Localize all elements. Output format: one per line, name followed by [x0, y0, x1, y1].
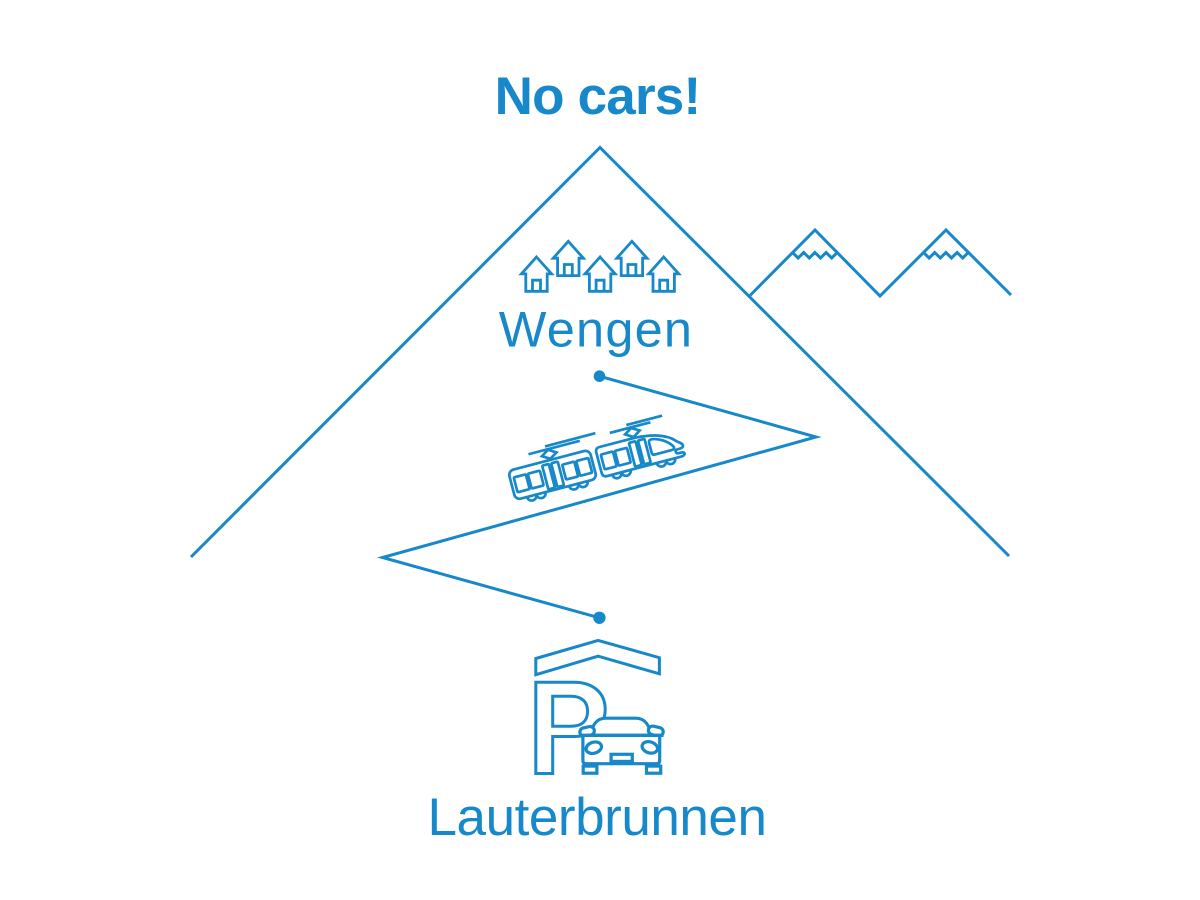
svg-text:Wengen: Wengen [499, 301, 693, 358]
svg-text:No cars!: No cars! [495, 67, 701, 126]
svg-text:Lauterbrunnen: Lauterbrunnen [428, 788, 767, 847]
